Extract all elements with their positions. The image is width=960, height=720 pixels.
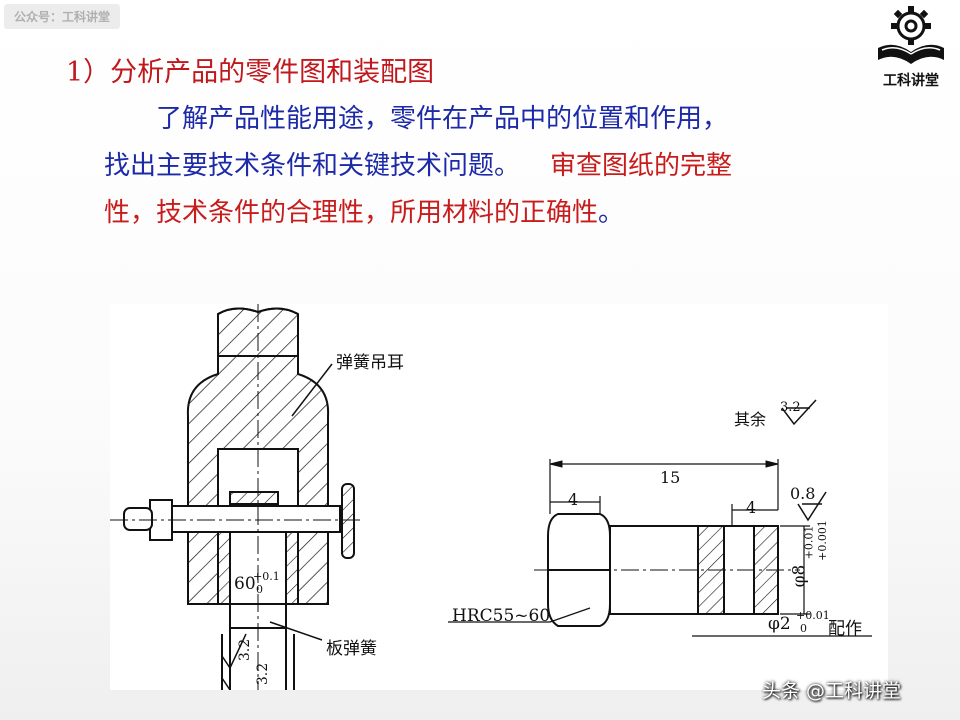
drawing-svg <box>110 304 872 690</box>
spring-ear-assembly <box>110 304 360 690</box>
engineering-drawing: 弹簧吊耳 板弹簧 60 +0.1 0 3.2 3.2 其余 3.2 15 4 4… <box>110 304 888 690</box>
dimension-60: 60 <box>234 574 256 594</box>
dia2-tol-upper: +0.01 <box>796 609 830 622</box>
label-spring-ear: 弹簧吊耳 <box>336 353 404 373</box>
roughness-left-2: 3.2 <box>255 662 272 686</box>
dia8-tol-upper: +0.01 <box>802 525 816 560</box>
logo-text: 工科讲堂 <box>883 73 939 89</box>
roughness-08: 0.8 <box>790 484 816 503</box>
label-leaf-spring: 板弹簧 <box>326 639 377 659</box>
dia8-symbol: φ8 <box>789 564 810 588</box>
roughness-left-1: 3.2 <box>237 638 254 662</box>
paragraph-line-3-end: 。 <box>598 198 625 228</box>
dimension-60-tol-upper: +0.1 <box>253 570 280 583</box>
hardness-label: HRC55~60 <box>452 606 551 626</box>
watermark-top: 公众号：工科讲堂 <box>4 4 121 29</box>
paragraph-line-1: 了解产品性能用途，零件在产品中的位置和作用， <box>156 104 729 134</box>
dimension-15: 15 <box>658 468 683 487</box>
pin-detail <box>448 399 872 637</box>
dimension-4-right: 4 <box>746 498 757 517</box>
roughness-rest-label: 其余 <box>734 410 767 429</box>
dia2-tol-lower: 0 <box>800 622 807 635</box>
roughness-rest-value: 3.2 <box>780 400 801 415</box>
paragraph-line-2-red: 审查图纸的完整 <box>550 151 733 181</box>
dimension-60-tol-lower: 0 <box>256 583 263 596</box>
watermark-bottom: 头条 @工科讲堂 <box>762 680 902 702</box>
page-title: 1）分析产品的零件图和装配图 <box>66 57 435 88</box>
paragraph-line-2-blue: 找出主要技术条件和关键技术问题。 <box>104 151 521 181</box>
paragraph-line-3-red: 性，技术条件的合理性，所用材料的正确性 <box>104 198 599 228</box>
logo: 工科讲堂 <box>866 2 956 94</box>
dia8-tol-lower: +0.001 <box>815 520 829 561</box>
dia2-symbol: φ2 <box>768 614 791 634</box>
body-paragraph: 了解产品性能用途，零件在产品中的位置和作用， 找出主要技术条件和关键技术问题。审… <box>104 96 874 237</box>
dimension-4-left: 4 <box>568 490 579 509</box>
note-fit-on-assembly: 配作 <box>828 619 862 639</box>
gear-book-icon <box>878 6 944 64</box>
